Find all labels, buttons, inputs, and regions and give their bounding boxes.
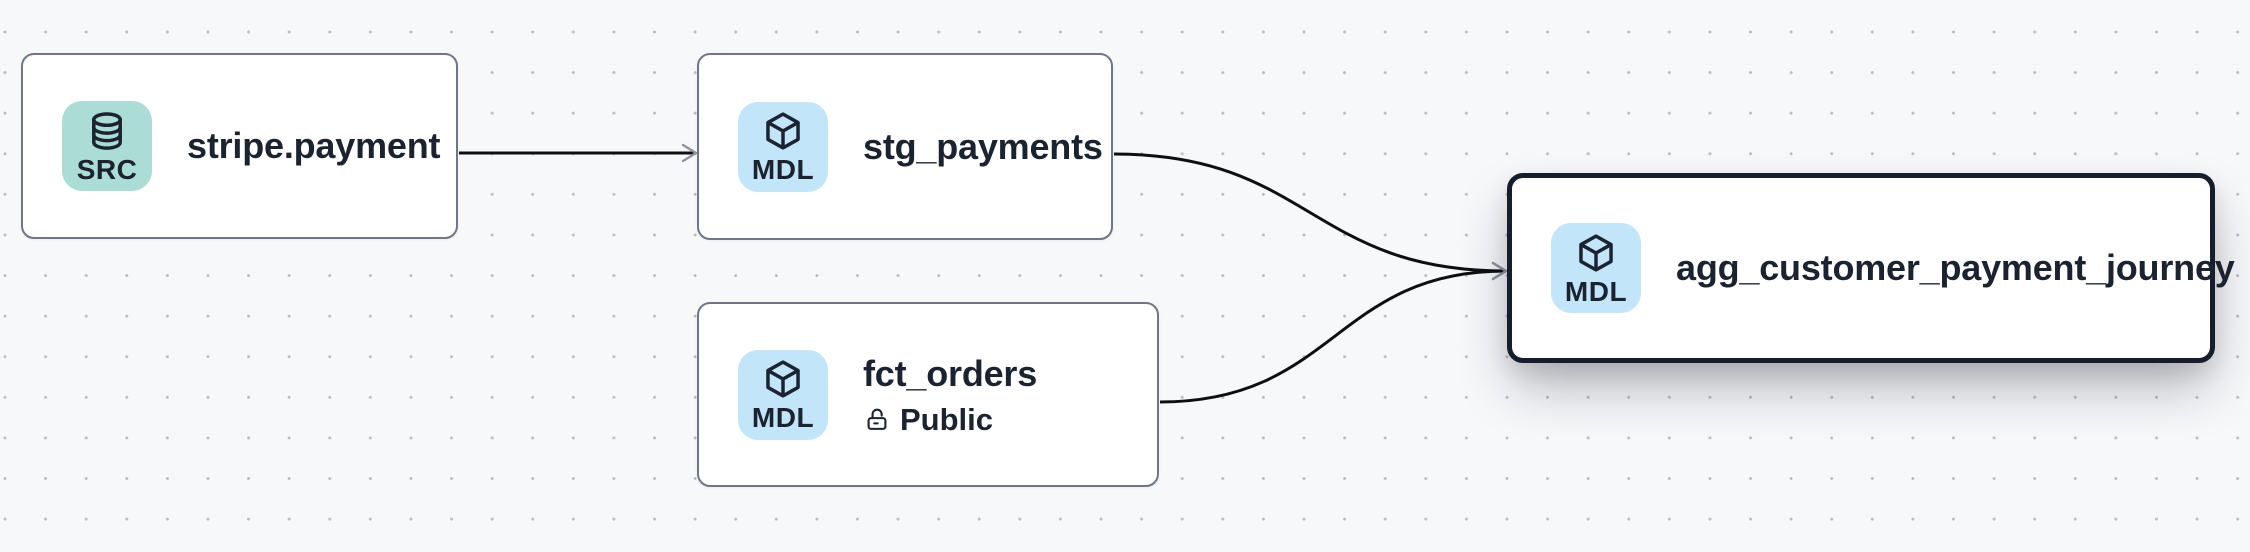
badge-label: MDL: [751, 154, 815, 185]
source-type-badge: SRC: [62, 101, 152, 191]
badge-label: SRC: [76, 153, 138, 185]
cube-icon: [766, 360, 800, 398]
node-stg-payments[interactable]: MDL stg_payments: [697, 53, 1113, 240]
edge-stg-payments-to-agg-customer-payment-journey[interactable]: [1113, 152, 1509, 281]
database-icon: [92, 111, 122, 150]
model-type-badge: MDL: [738, 349, 828, 440]
node-agg-customer-payment-journey[interactable]: MDL agg_customer_payment_journey: [1507, 173, 2235, 363]
edge-fct-orders-to-agg-customer-payment-journey[interactable]: [1159, 261, 1509, 404]
node-title: agg_customer_payment_journey: [1676, 247, 2235, 289]
node-fct-orders[interactable]: MDL fct_orders Public: [697, 302, 1159, 487]
node-title: stg_payments: [863, 125, 1103, 167]
node-title: fct_orders: [863, 353, 1038, 395]
cube-icon: [766, 112, 800, 150]
model-type-badge: MDL: [1551, 223, 1641, 313]
node-stripe-payment[interactable]: SRC stripe.payment: [21, 53, 458, 239]
node-title: stripe.payment: [187, 125, 441, 167]
badge-label: MDL: [751, 402, 815, 433]
cube-icon: [1579, 233, 1613, 272]
model-type-badge: MDL: [738, 101, 828, 192]
visibility-label: Public: [900, 401, 994, 437]
node-visibility: Public: [863, 401, 994, 437]
lock-open-icon: [867, 408, 887, 430]
badge-label: MDL: [1564, 275, 1628, 307]
